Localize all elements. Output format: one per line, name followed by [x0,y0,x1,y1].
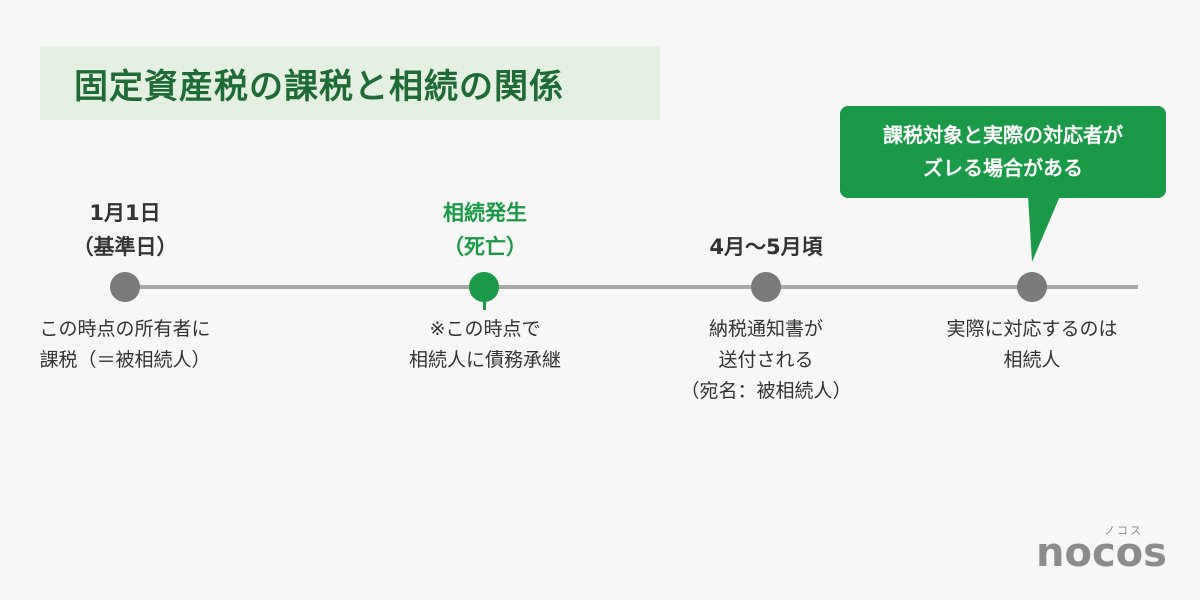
nocos-logo: ノコス nocos [1036,522,1176,576]
point-4-desc-line-2: 相続人 [1003,349,1061,371]
timeline-dot-1 [110,272,140,302]
logo-wordmark: nocos [1036,530,1167,576]
point-3-desc-line-1: 納税通知書が [708,318,823,340]
point-1-desc-line-2: 課税（＝被相続人） [39,349,211,371]
point-1-description: この時点の所有者に 課税（＝被相続人） [0,314,255,376]
point-1-desc-line-1: この時点の所有者に [39,318,211,340]
point-2-event: 相続発生 [443,201,527,225]
callout-line-2: ズレる場合がある [923,156,1083,180]
timeline-dot-2-tick [483,300,486,310]
point-3-desc-line-2: 送付される [718,349,814,371]
point-3-label: 4月〜5月頃 [656,230,876,264]
point-4-desc-line-1: 実際に対応するのは [946,318,1118,340]
callout-line-1: 課税対象と実際の対応者が [883,123,1123,147]
timeline-dot-3 [751,272,781,302]
point-2-label: 相続発生 （死亡） [375,196,595,264]
point-3-date: 4月〜5月頃 [709,235,823,259]
point-3-desc-line-3: （宛名：被相続人） [680,380,852,402]
point-2-desc-line-2: 相続人に債務承継 [408,349,561,371]
point-4-description: 実際に対応するのは 相続人 [902,314,1162,376]
point-1-date-note: （基準日） [72,235,178,259]
point-2-description: ※この時点で 相続人に債務承継 [355,314,615,376]
timeline-dot-4 [1017,272,1047,302]
point-2-desc-line-1: ※この時点で [429,318,541,340]
point-1-label: 1月1日 （基準日） [15,196,235,264]
timeline-line [124,285,1138,289]
logo-kana: ノコス [1104,524,1143,537]
point-2-event-note: （死亡） [443,235,527,259]
point-1-date: 1月1日 [89,201,161,225]
timeline-dot-2 [469,272,499,302]
callout-box: 課税対象と実際の対応者が ズレる場合がある [840,106,1166,198]
page-title: 固定資産税の課税と相続の関係 [74,66,564,107]
title-banner: 固定資産税の課税と相続の関係 [40,46,660,120]
point-3-description: 納税通知書が 送付される （宛名：被相続人） [636,314,896,407]
